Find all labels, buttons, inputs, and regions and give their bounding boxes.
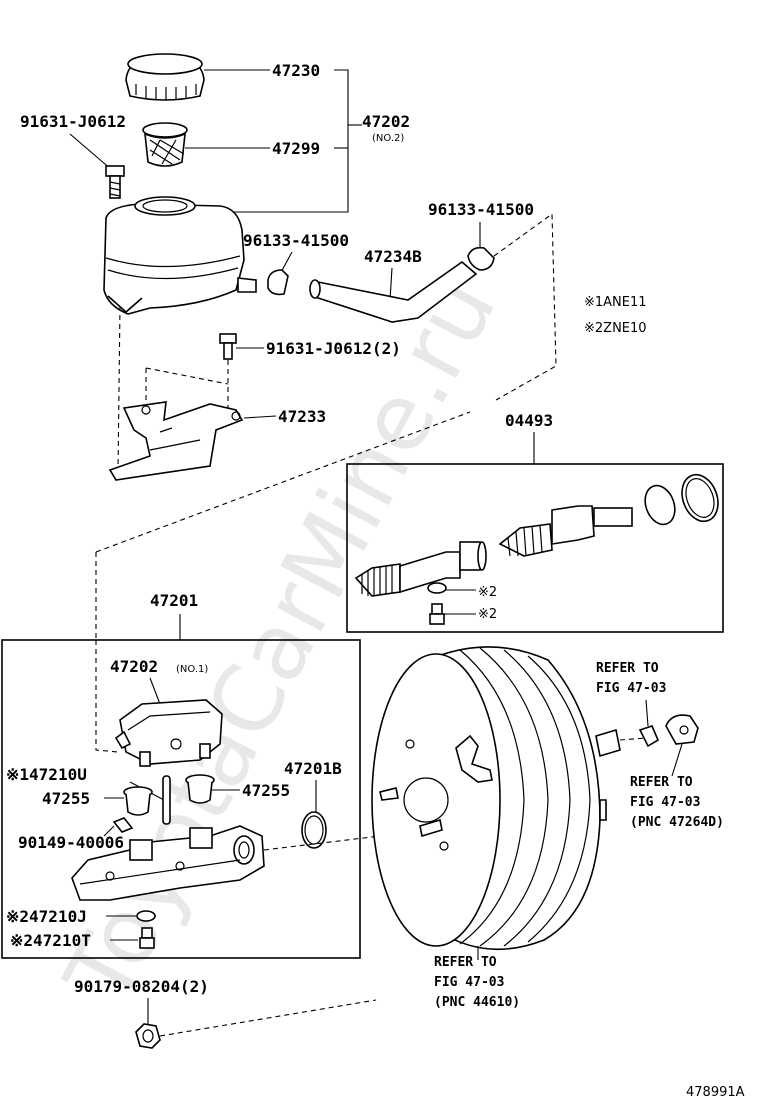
bolt-91631-a	[105, 165, 125, 199]
valve-47210t	[139, 927, 155, 949]
bolt-91631-b	[219, 333, 237, 360]
strainer-47299	[142, 122, 188, 167]
grommet-47255-a	[123, 786, 153, 816]
label-47255-a: 47255	[42, 789, 90, 808]
note-2: ※2ZNE10	[584, 321, 647, 336]
ref-2-line2: FIG 47-03	[630, 795, 700, 810]
ref-2-line1: REFER TO	[630, 775, 693, 790]
hose-47234b	[309, 260, 478, 323]
label-47202-no1-sub: (NO.1)	[176, 664, 208, 675]
label-47233: 47233	[278, 407, 326, 426]
label-47230: 47230	[272, 61, 320, 80]
pin-47210u	[162, 775, 171, 825]
ref-3-line3: (PNC 44610)	[434, 995, 520, 1010]
kit-valve	[429, 603, 445, 625]
cup-47210j	[136, 910, 156, 922]
label-91631-a: 91631-J0612	[20, 112, 126, 131]
kit-mark-2: ※2	[478, 607, 497, 622]
label-90179: 90179-08204(2)	[74, 977, 209, 996]
hose-clamp-b	[467, 246, 495, 271]
grommet-47255-b	[185, 774, 215, 804]
ref-1-line1: REFER TO	[596, 661, 659, 676]
ref-1-line2: FIG 47-03	[596, 681, 666, 696]
label-47201: 47201	[150, 591, 198, 610]
label-47210j: ※247210J	[6, 907, 87, 926]
clevis-nut	[638, 725, 660, 748]
label-47201b: 47201B	[284, 759, 342, 778]
label-47234b: 47234B	[364, 247, 422, 266]
label-04493: 04493	[505, 411, 553, 430]
label-47202-no2: 47202	[362, 112, 410, 131]
bracket-47233	[108, 401, 244, 481]
kit-box-04493	[346, 463, 724, 633]
label-47202-no2-sub: (NO.2)	[372, 133, 404, 144]
brake-booster	[371, 646, 621, 951]
kit-washer	[427, 582, 447, 594]
label-96133-a: 96133-41500	[243, 231, 349, 250]
ref-3-line1: REFER TO	[434, 955, 497, 970]
note-1: ※1ANE11	[584, 295, 647, 310]
label-47202-no1: 47202	[110, 657, 158, 676]
reservoir-no1	[114, 699, 223, 767]
reservoir-cap-47230	[125, 53, 205, 101]
o-ring-47201b	[301, 811, 327, 849]
master-cylinder-body	[71, 825, 265, 901]
label-47210t: ※247210T	[10, 931, 91, 950]
ref-2-line3: (PNC 47264D)	[630, 815, 724, 830]
label-90149: 90149-40006	[18, 833, 124, 852]
bleeder-90149	[112, 817, 134, 833]
nut-90179	[135, 1023, 161, 1049]
kit-o-rings	[644, 473, 719, 526]
label-47299: 47299	[272, 139, 320, 158]
kit-piston-1	[354, 541, 487, 597]
reservoir-tank	[103, 196, 257, 315]
master-cylinder-box	[1, 639, 361, 959]
figure-id: 478991A	[686, 1085, 745, 1100]
label-47210u: ※147210U	[6, 765, 87, 784]
clevis	[665, 714, 699, 745]
ref-3-line2: FIG 47-03	[434, 975, 504, 990]
label-96133-b: 96133-41500	[428, 200, 534, 219]
hose-clamp-a	[267, 269, 289, 296]
label-47255-b: 47255	[242, 781, 290, 800]
label-91631-b: 91631-J0612(2)	[266, 339, 401, 358]
kit-mark-1: ※2	[478, 585, 497, 600]
kit-piston-2	[498, 505, 633, 557]
